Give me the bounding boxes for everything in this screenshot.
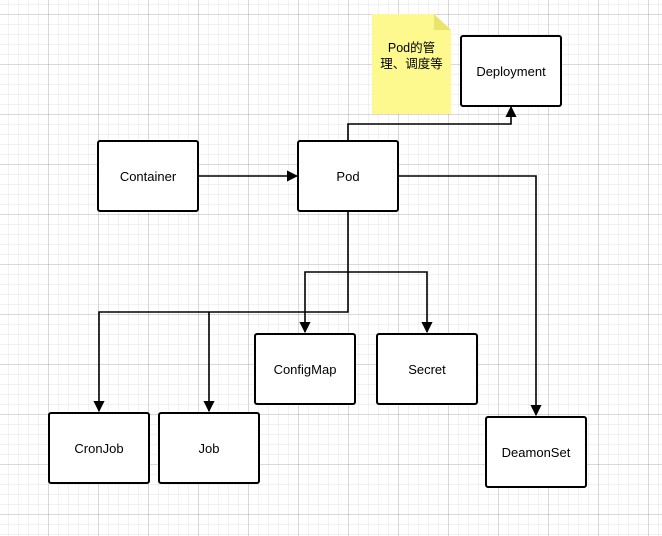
node-container[interactable]: Container <box>97 140 199 212</box>
annotation-note: Pod的管理、调度等 <box>372 14 451 114</box>
edge-pod-configmap <box>299 211 349 334</box>
node-label: Deployment <box>476 63 546 79</box>
edge-pod-daemonset <box>398 175 542 417</box>
node-label: Pod <box>336 168 360 184</box>
edge-pod-cronjob <box>93 272 349 413</box>
node-cronjob[interactable]: CronJob <box>48 412 150 484</box>
node-label: DeamonSet <box>501 444 571 460</box>
edge-pod-secret <box>348 271 433 334</box>
node-label: Container <box>119 168 177 184</box>
node-job[interactable]: Job <box>158 412 260 484</box>
node-daemonset[interactable]: DeamonSet <box>485 416 587 488</box>
node-deployment[interactable]: Deployment <box>460 35 562 107</box>
node-secret[interactable]: Secret <box>376 333 478 405</box>
node-pod[interactable]: Pod <box>297 140 399 212</box>
note-text: Pod的管理、调度等 <box>380 41 443 71</box>
edge-pod-deployment <box>347 105 517 141</box>
node-label: CronJob <box>74 440 124 456</box>
node-label: Secret <box>408 361 446 377</box>
node-label: Job <box>198 440 220 456</box>
node-label: ConfigMap <box>273 361 337 377</box>
node-configmap[interactable]: ConfigMap <box>254 333 356 405</box>
